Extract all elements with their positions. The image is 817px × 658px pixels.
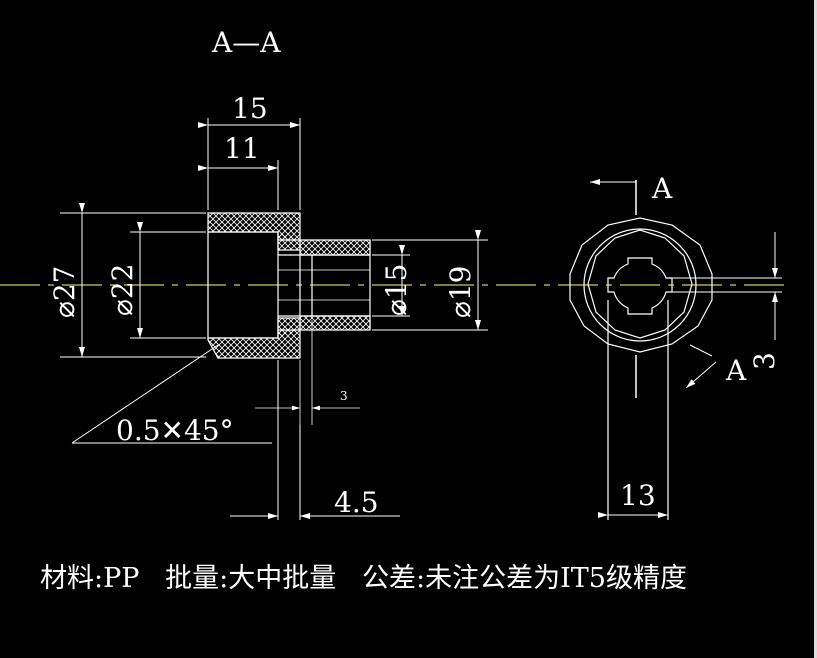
dimension-3-small (255, 320, 360, 425)
dimension-15 (198, 118, 301, 210)
material-notes: 材料:PP 批量:大中批量 公差:未注公差为IT5级精度 (40, 563, 687, 594)
section-arrow-bottom (685, 344, 717, 389)
dimension-dia22 (130, 222, 206, 339)
dim-dia15-label: ⌀15 (380, 264, 413, 317)
dim-3-right-label: 3 (748, 352, 781, 370)
dimension-dia19 (372, 230, 488, 331)
dimension-3-right (672, 232, 782, 340)
frame-border (814, 0, 817, 658)
dim-dia27-label: ⌀27 (48, 266, 81, 319)
section-marker-top: A (651, 172, 673, 205)
dim-4-5-label: 4.5 (334, 486, 379, 519)
dim-3-small-label: 3 (340, 389, 348, 403)
dim-13-label: 13 (620, 479, 656, 512)
section-marker-bottom: A (725, 354, 747, 387)
dimension-dia15 (372, 245, 410, 317)
dimension-4-5 (230, 360, 400, 520)
section-title: A—A (211, 26, 281, 59)
dimension-11 (198, 160, 279, 210)
dimension-dia27 (60, 203, 206, 358)
dim-dia22-label: ⌀22 (106, 264, 139, 317)
dim-dia19-label: ⌀19 (444, 266, 477, 319)
end-view (569, 180, 713, 520)
chamfer-leader (71, 344, 272, 444)
section-view (207, 212, 371, 359)
dim-11-label: 11 (224, 132, 260, 165)
chamfer-label: 0.5✕45° (116, 414, 234, 447)
dim-15-label: 15 (232, 92, 268, 125)
